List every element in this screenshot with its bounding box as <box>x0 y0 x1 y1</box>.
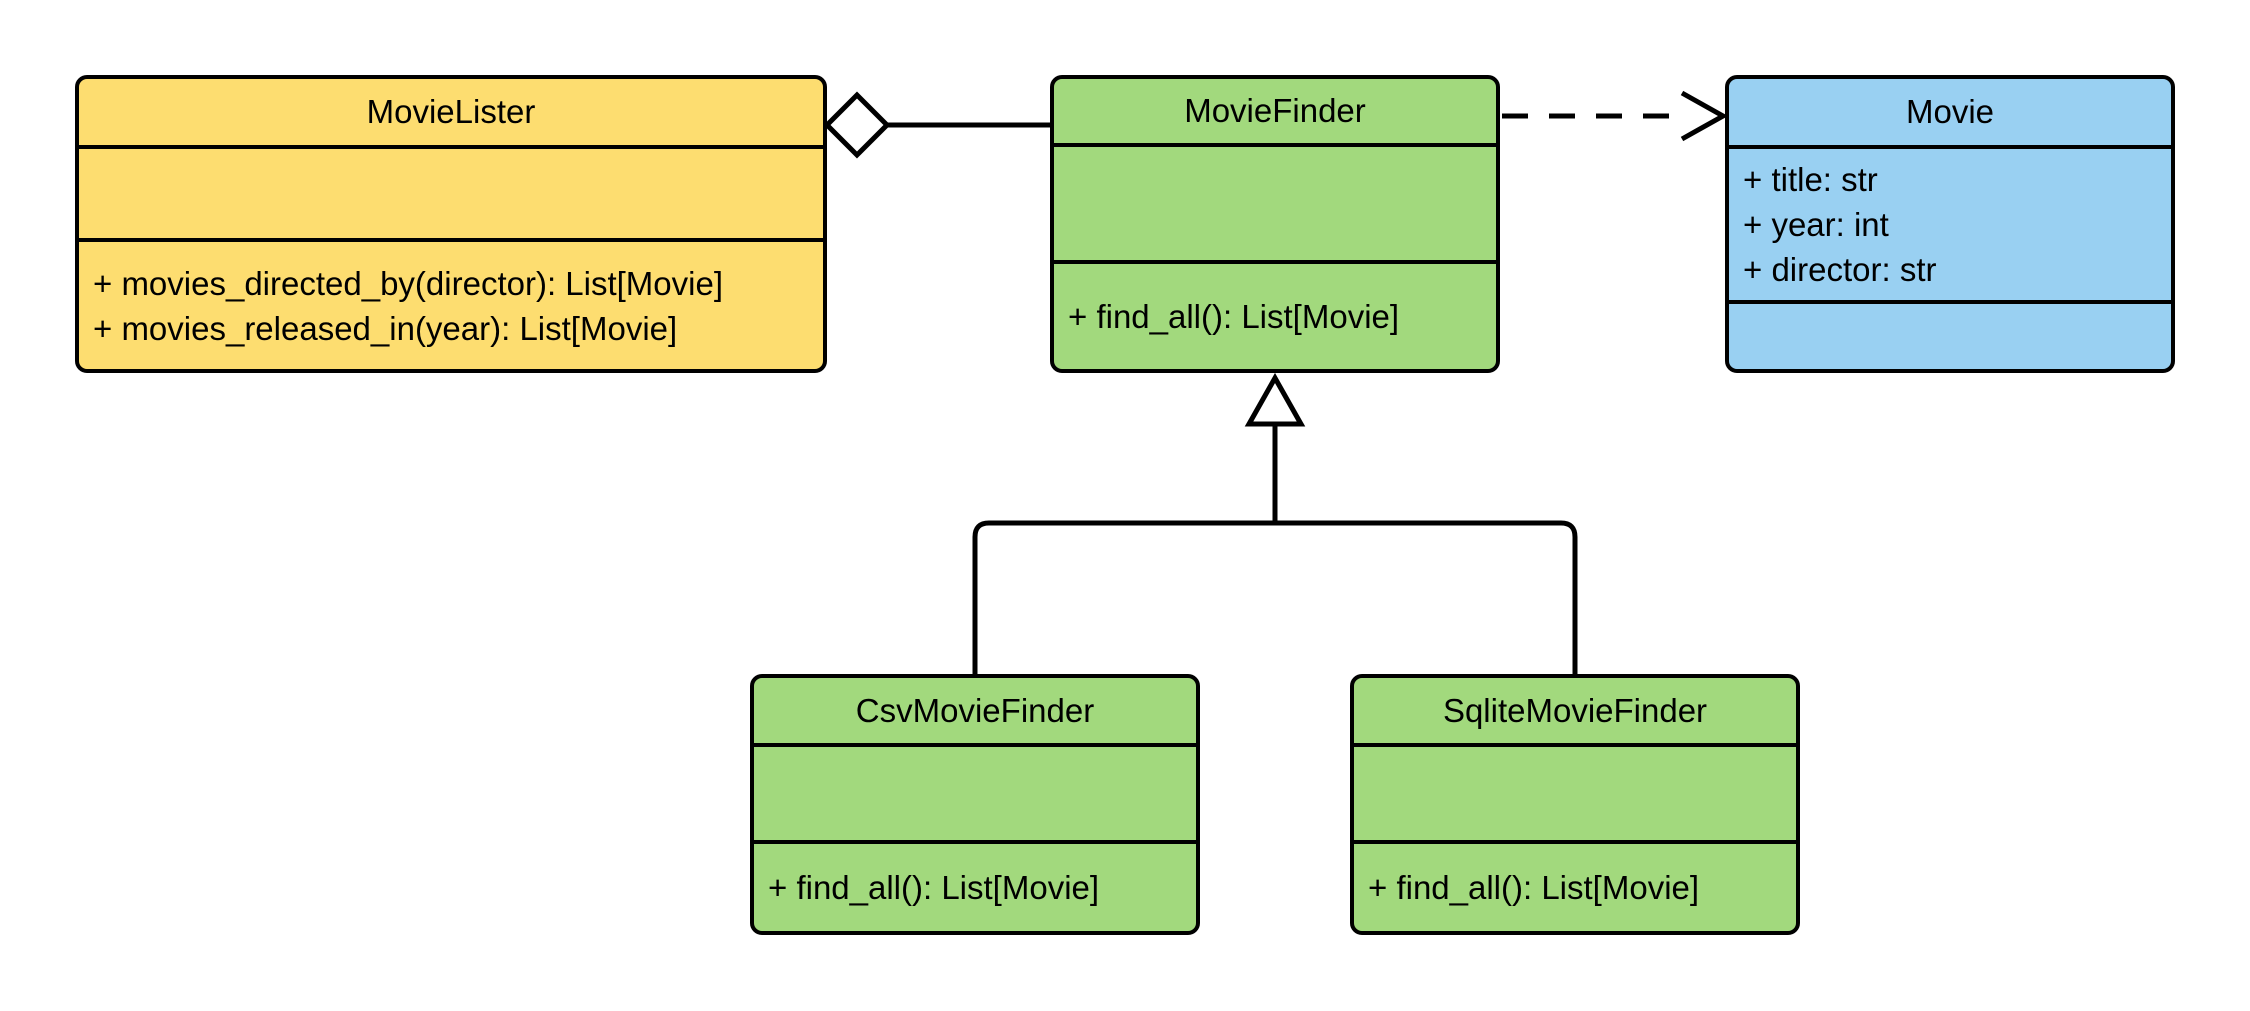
method-label: + find_all(): List[Movie] <box>1368 869 1700 906</box>
class-moviefinder[interactable]: MovieFinder + find_all(): List[Movie] <box>1050 75 1500 373</box>
attribute-label: + director: str <box>1743 251 1937 288</box>
class-title: MovieFinder <box>1184 92 1366 129</box>
dependency-arrowhead-icon <box>1680 90 1729 142</box>
methods-section <box>1729 300 2171 369</box>
aggregation-diamond-icon <box>823 91 891 159</box>
method-label: + movies_released_in(year): List[Movie] <box>93 309 678 347</box>
methods-section: + find_all(): List[Movie] <box>1354 840 1796 931</box>
attributes-section <box>79 145 823 238</box>
inheritance-branch-line <box>972 520 1578 676</box>
class-movie[interactable]: Movie + title: str + year: int + directo… <box>1725 75 2175 373</box>
class-title: Movie <box>1905 93 1995 130</box>
method-label: + movies_directed_by(director): List[Mov… <box>93 264 723 302</box>
methods-section: + find_all(): List[Movie] <box>1054 260 1496 369</box>
class-movielister[interactable]: MovieLister + movies_directed_by(directo… <box>75 75 827 373</box>
attributes-section <box>1054 143 1496 260</box>
class-title: MovieLister <box>366 93 536 130</box>
attribute-label: + title: str <box>1743 161 1878 198</box>
class-csvmoviefinder[interactable]: CsvMovieFinder + find_all(): List[Movie] <box>750 674 1200 935</box>
methods-section: + find_all(): List[Movie] <box>754 840 1196 931</box>
method-label: + find_all(): List[Movie] <box>1068 298 1400 335</box>
attributes-section: + title: str + year: int + director: str <box>1729 145 2171 300</box>
class-sqlitemoviefinder[interactable]: SqliteMovieFinder + find_all(): List[Mov… <box>1350 674 1800 935</box>
attributes-section <box>1354 743 1796 840</box>
inheritance-triangle-icon <box>1244 372 1306 427</box>
attributes-section <box>754 743 1196 840</box>
class-title: CsvMovieFinder <box>855 691 1095 729</box>
method-label: + find_all(): List[Movie] <box>768 869 1100 906</box>
methods-section: + movies_directed_by(director): List[Mov… <box>79 238 823 369</box>
dependency-arrow[interactable] <box>1502 90 1729 142</box>
attribute-label: + year: int <box>1743 206 1889 243</box>
class-title: SqliteMovieFinder <box>1442 691 1708 729</box>
aggregation-connector[interactable] <box>823 91 1052 159</box>
inheritance-connector[interactable] <box>972 372 1578 676</box>
